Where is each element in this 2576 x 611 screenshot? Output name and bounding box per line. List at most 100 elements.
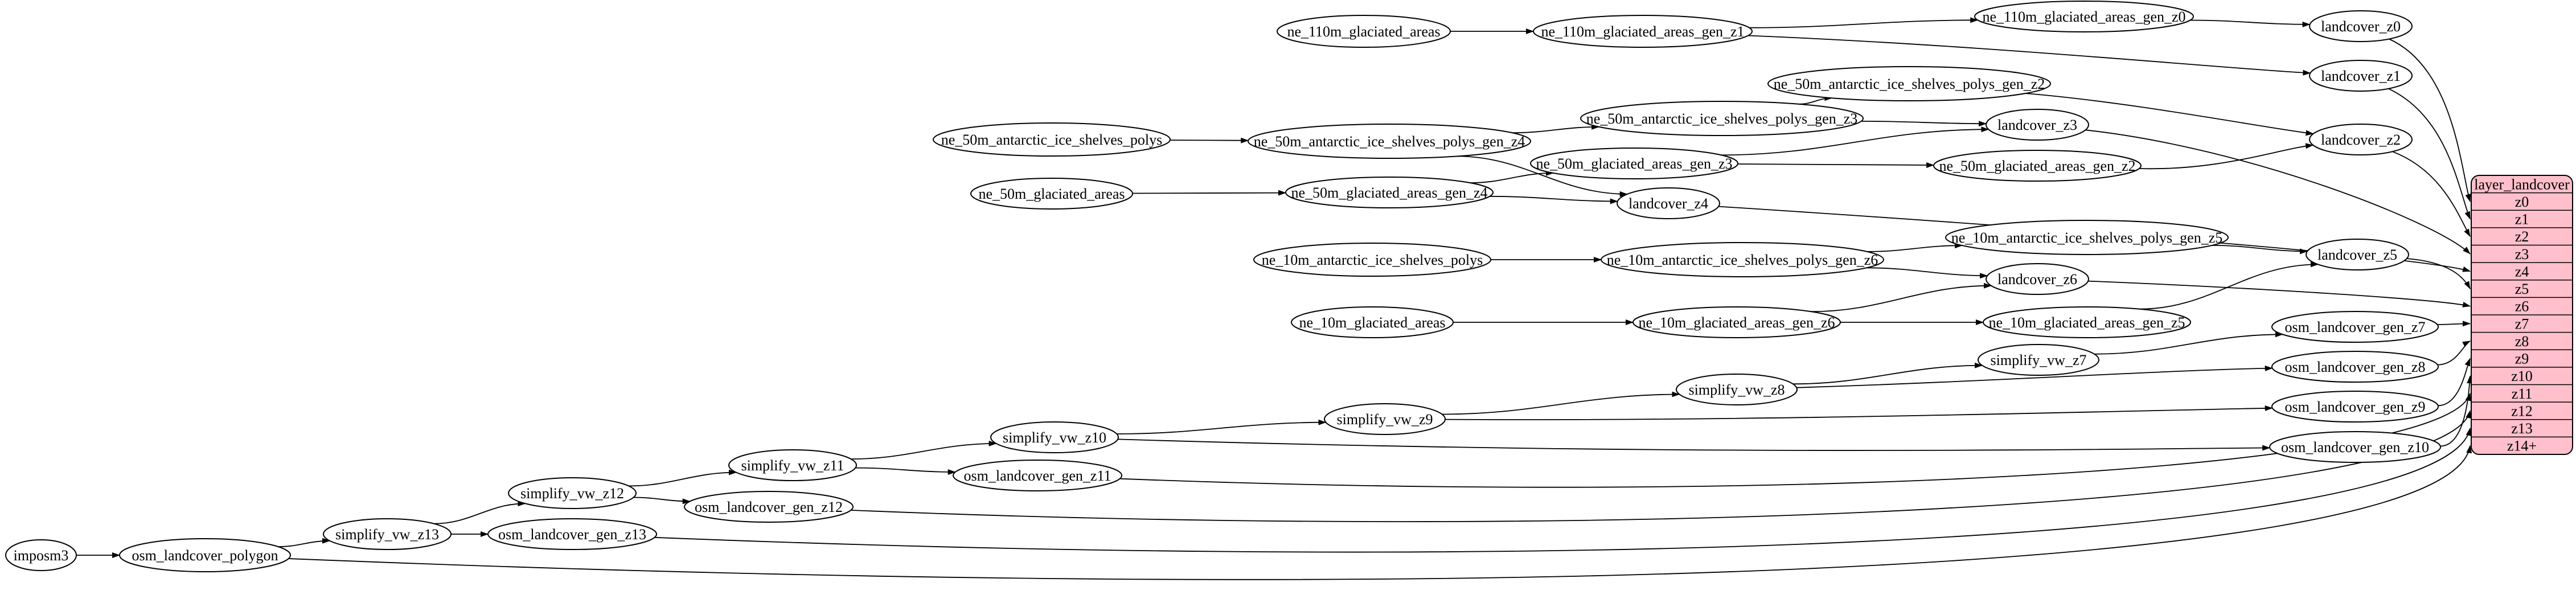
landcover_z2-ellipse [2309, 124, 2413, 155]
edge-simplify_vw_z10-to-simplify_vw_z9 [1117, 419, 1327, 434]
node-ne_10m_antarctic_ice_shelves_polys_gen_z5: ne_10m_antarctic_ice_shelves_polys_gen_z… [1945, 220, 2229, 255]
edge-ne_50m_antarctic_ice_shelves_polys_gen_z4-to-landcover_z4 [1457, 155, 1628, 197]
node-label-ne_10m_antarctic_ice_shelves_polys: ne_10m_antarctic_ice_shelves_polys [1262, 252, 1483, 268]
ne_110m_glaciated_areas_gen_z0-ellipse [1974, 1, 2194, 32]
edge-osm_landcover_gen_z9-to-z9 [2438, 358, 2471, 407]
node-imposm3: imposm3 [5, 539, 77, 571]
ne_50m_antarctic_ice_shelves_polys-ellipse [933, 122, 1171, 157]
node-label-ne_50m_glaciated_areas_gen_z2: ne_50m_glaciated_areas_gen_z2 [1939, 158, 2135, 174]
landcover_z6-ellipse [1986, 263, 2089, 295]
table-row-z8: z8 [2515, 333, 2529, 350]
edge-simplify_vw_z9-to-simplify_vw_z8 [1442, 391, 1680, 415]
landcover_z3-ellipse [1986, 109, 2089, 141]
table-row-z3: z3 [2515, 246, 2529, 263]
simplify_vw_z9-ellipse [1324, 403, 1446, 435]
edge-simplify_vw_z13-to-simplify_vw_z12 [434, 501, 526, 524]
node-label-landcover_z1: landcover_z1 [2321, 68, 2401, 84]
table-row-z4: z4 [2515, 263, 2529, 280]
table-row-z11: z11 [2512, 386, 2533, 402]
node-osm_landcover_gen_z8: osm_landcover_gen_z8 [2271, 351, 2439, 383]
edge-osm_landcover_gen_z8-to-z8 [2437, 341, 2471, 366]
ne_110m_glaciated_areas-ellipse [1277, 15, 1451, 48]
table-row-z2: z2 [2515, 228, 2529, 245]
node-ne_50m_antarctic_ice_shelves_polys_gen_z4: ne_50m_antarctic_ice_shelves_polys_gen_z… [1248, 124, 1531, 159]
edge-ne_50m_antarctic_ice_shelves_polys_gen_z3-to-ne_50m_antarctic_ice_shelves_polys_gen_z2 [1799, 95, 1833, 105]
node-ne_10m_glaciated_areas_gen_z5: ne_10m_glaciated_areas_gen_z5 [1983, 306, 2191, 338]
node-ne_50m_glaciated_areas: ne_50m_glaciated_areas [970, 178, 1133, 210]
landcover_z4-ellipse [1617, 187, 1720, 219]
table-row-z0: z0 [2515, 194, 2529, 210]
node-label-landcover_z4: landcover_z4 [1629, 195, 1708, 212]
ne_50m_glaciated_areas-ellipse [970, 178, 1133, 210]
node-label-landcover_z0: landcover_z0 [2321, 18, 2401, 35]
node-ne_110m_glaciated_areas_gen_z0: ne_110m_glaciated_areas_gen_z0 [1974, 1, 2194, 32]
ne_10m_glaciated_areas_gen_z5-ellipse [1983, 306, 2191, 338]
ne_50m_antarctic_ice_shelves_polys_gen_z4-ellipse [1248, 124, 1531, 159]
node-ne_50m_antarctic_ice_shelves_polys_gen_z2: ne_50m_antarctic_ice_shelves_polys_gen_z… [1767, 66, 2051, 101]
nodes-layer: imposm3 osm_landcover_polygon simplify_vw_… [5, 1, 2441, 572]
simplify_vw_z13-ellipse [323, 518, 452, 550]
node-label-simplify_vw_z12: simplify_vw_z12 [520, 485, 624, 502]
ne_10m_glaciated_areas_gen_z6-ellipse [1632, 306, 1841, 338]
edge-ne_50m_antarctic_ice_shelves_polys_gen_z2-to-landcover_z2 [2025, 93, 2314, 136]
edge-simplify_vw_z10-to-osm_landcover_gen_z10 [1118, 438, 2271, 451]
node-landcover_z6: landcover_z6 [1986, 263, 2089, 295]
node-label-landcover_z3: landcover_z3 [1997, 117, 2077, 133]
edge-ne_50m_glaciated_areas_gen_z4-to-landcover_z4 [1490, 195, 1618, 204]
node-osm_landcover_gen_z12: osm_landcover_gen_z12 [684, 491, 854, 523]
node-simplify_vw_z7: simplify_vw_z7 [1978, 344, 2099, 376]
edge-ne_10m_antarctic_ice_shelves_polys_gen_z5-to-landcover_z5 [2212, 244, 2308, 255]
node-label-osm_landcover_gen_z10: osm_landcover_gen_z10 [2281, 439, 2429, 456]
node-label-ne_50m_antarctic_ice_shelves_polys: ne_50m_antarctic_ice_shelves_polys [941, 132, 1162, 148]
edge-osm_landcover_polygon-to-simplify_vw_z13 [278, 538, 330, 548]
node-label-landcover_z5: landcover_z5 [2317, 247, 2397, 263]
edge-simplify_vw_z12-to-simplify_vw_z11 [629, 469, 737, 487]
edges-layer [76, 17, 2473, 580]
node-landcover_z3: landcover_z3 [1986, 109, 2089, 141]
node-ne_110m_glaciated_areas: ne_110m_glaciated_areas [1277, 15, 1451, 48]
node-label-ne_10m_antarctic_ice_shelves_polys_gen_z6: ne_10m_antarctic_ice_shelves_polys_gen_z… [1607, 252, 1878, 268]
edge-ne_110m_glaciated_areas_gen_z1-to-ne_110m_glaciated_areas_gen_z0 [1749, 17, 1979, 28]
ne_10m_antarctic_ice_shelves_polys_gen_z5-ellipse [1945, 220, 2229, 255]
edge-ne_50m_glaciated_areas_gen_z2-to-landcover_z2 [2139, 143, 2314, 170]
ne_10m_antarctic_ice_shelves_polys-ellipse [1253, 243, 1491, 277]
node-simplify_vw_z13: simplify_vw_z13 [323, 518, 452, 550]
node-ne_10m_glaciated_areas: ne_10m_glaciated_areas [1291, 306, 1454, 338]
table-row-z10: z10 [2511, 368, 2533, 384]
table-row-z13: z13 [2511, 420, 2533, 437]
edge-ne_50m_glaciated_areas_gen_z4-to-ne_50m_glaciated_areas_gen_z3 [1470, 170, 1554, 184]
node-label-landcover_z2: landcover_z2 [2321, 132, 2401, 148]
node-label-osm_landcover_polygon: osm_landcover_polygon [132, 547, 278, 564]
edge-landcover_z2-to-z2 [2392, 151, 2471, 237]
osm_landcover_gen_z7-ellipse [2271, 311, 2439, 343]
simplify_vw_z11-ellipse [728, 449, 857, 481]
node-label-simplify_vw_z11: simplify_vw_z11 [741, 457, 844, 474]
node-label-ne_110m_glaciated_areas_gen_z1: ne_110m_glaciated_areas_gen_z1 [1541, 23, 1744, 40]
node-simplify_vw_z8: simplify_vw_z8 [1676, 374, 1798, 405]
edge-ne_110m_glaciated_areas_gen_z0-to-landcover_z0 [2190, 19, 2311, 27]
edge-landcover_z5-to-z5 [2406, 258, 2471, 289]
node-ne_10m_antarctic_ice_shelves_polys_gen_z6: ne_10m_antarctic_ice_shelves_polys_gen_z… [1601, 242, 1884, 277]
node-simplify_vw_z9: simplify_vw_z9 [1324, 403, 1446, 435]
edge-osm_landcover_polygon-to-z14+ [288, 445, 2472, 580]
node-label-simplify_vw_z13: simplify_vw_z13 [335, 526, 439, 543]
edge-ne_50m_glaciated_areas-to-ne_50m_glaciated_areas_gen_z4 [1132, 190, 1286, 196]
node-ne_50m_glaciated_areas_gen_z4: ne_50m_glaciated_areas_gen_z4 [1285, 177, 1494, 208]
imposm3-ellipse [5, 539, 77, 571]
node-ne_50m_glaciated_areas_gen_z3: ne_50m_glaciated_areas_gen_z3 [1530, 147, 1738, 179]
table-row-z12: z12 [2511, 403, 2533, 419]
edge-ne_110m_glaciated_areas_gen_z1-to-landcover_z1 [1748, 35, 2311, 76]
edge-osm_landcover_gen_z13-to-z13 [654, 428, 2472, 553]
node-label-ne_50m_glaciated_areas_gen_z4: ne_50m_glaciated_areas_gen_z4 [1291, 184, 1487, 201]
node-label-ne_110m_glaciated_areas: ne_110m_glaciated_areas [1287, 23, 1440, 40]
ne_50m_antarctic_ice_shelves_polys_gen_z3-ellipse [1580, 101, 1864, 136]
osm_landcover_gen_z9-ellipse [2271, 391, 2439, 423]
node-label-ne_50m_glaciated_areas: ne_50m_glaciated_areas [979, 186, 1125, 202]
simplify_vw_z10-ellipse [990, 421, 1119, 453]
edge-simplify_vw_z12-to-osm_landcover_gen_z12 [633, 497, 691, 505]
edge-ne_50m_glaciated_areas_gen_z3-to-landcover_z3 [1721, 126, 1990, 156]
osm_landcover_gen_z12-ellipse [684, 491, 854, 523]
table-row-z6: z6 [2515, 298, 2529, 315]
